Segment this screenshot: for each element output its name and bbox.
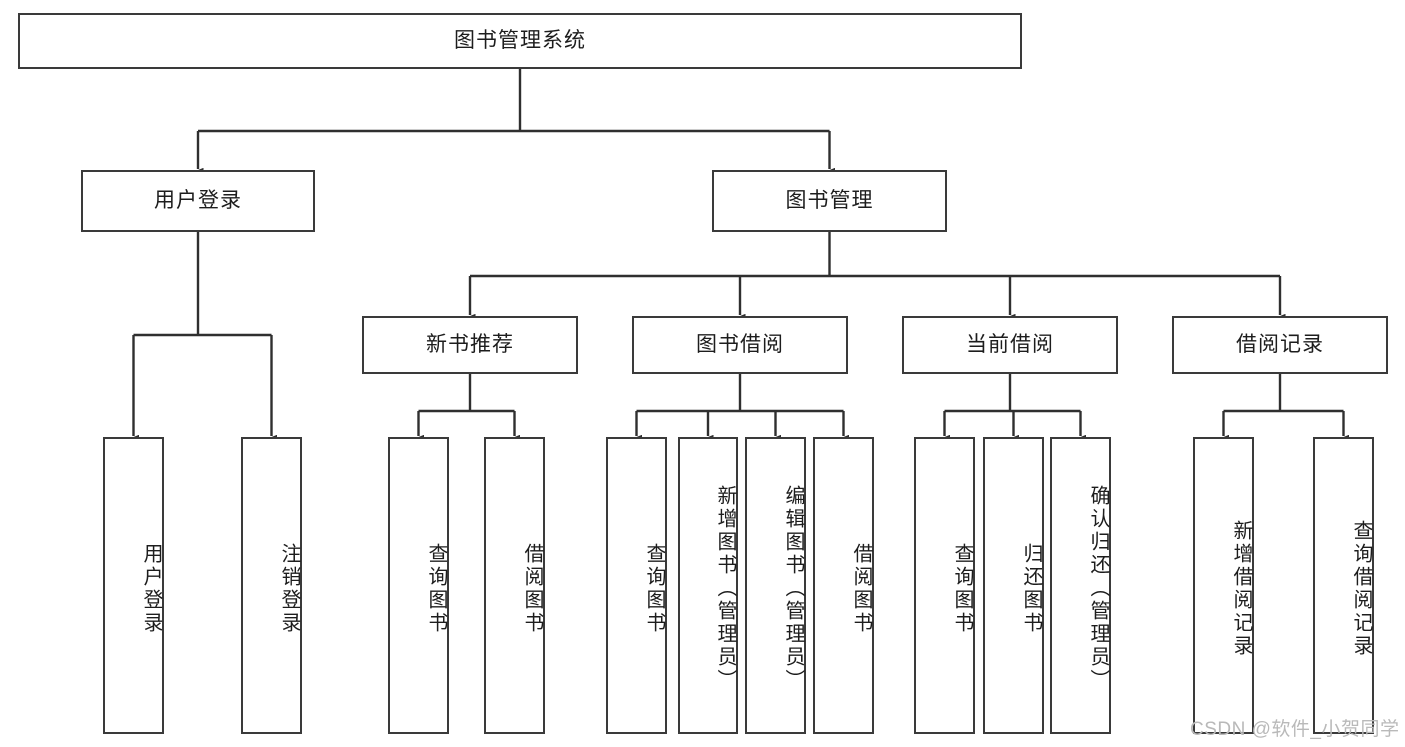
node-book-borrow[interactable]: 图书借阅 (632, 316, 848, 374)
node-label: 图书管理 (785, 188, 874, 212)
node-label: 新书推荐 (426, 332, 514, 356)
leaf-edit-book[interactable]: 编辑图书（管理员） (745, 437, 806, 734)
node-label: 用户登录 (154, 188, 242, 212)
leaf-borrow-book[interactable]: 借阅图书 (813, 437, 874, 734)
leaf-query-book-borrow[interactable]: 查询图书 (606, 437, 667, 734)
leaf-user-login[interactable]: 用户登录 (103, 437, 164, 734)
node-root[interactable]: 图书管理系统 (18, 13, 1022, 69)
node-label: 借阅图书 (850, 542, 872, 635)
node-label: 借阅记录 (1236, 332, 1324, 356)
leaf-return-book[interactable]: 归还图书 (983, 437, 1044, 734)
leaf-logout[interactable]: 注销登录 (241, 437, 302, 734)
leaf-query-book-current[interactable]: 查询图书 (914, 437, 975, 734)
node-borrow-record[interactable]: 借阅记录 (1172, 316, 1388, 374)
node-label: 归还图书 (1020, 542, 1042, 635)
node-label: 用户登录 (140, 542, 162, 635)
leaf-confirm-return[interactable]: 确认归还（管理员） (1050, 437, 1111, 734)
node-label: 图书管理系统 (454, 28, 586, 52)
node-label: 查询图书 (425, 542, 447, 635)
leaf-query-book-recommend[interactable]: 查询图书 (388, 437, 449, 734)
node-label: 当前借阅 (966, 332, 1054, 356)
leaf-borrow-book-recommend[interactable]: 借阅图书 (484, 437, 545, 734)
node-label: 图书借阅 (696, 332, 784, 356)
node-label: 注销登录 (278, 542, 300, 635)
node-user-login[interactable]: 用户登录 (81, 170, 315, 232)
leaf-add-book[interactable]: 新增图书（管理员） (678, 437, 738, 734)
leaf-query-borrow-record[interactable]: 查询借阅记录 (1313, 437, 1374, 734)
node-label: 借阅图书 (521, 542, 543, 635)
node-label: 查询图书 (951, 542, 973, 635)
leaf-add-borrow-record[interactable]: 新增借阅记录 (1193, 437, 1254, 734)
node-book-manage[interactable]: 图书管理 (712, 170, 947, 232)
node-label: 查询借阅记录 (1350, 519, 1372, 658)
node-new-book-recommend[interactable]: 新书推荐 (362, 316, 578, 374)
node-label: 新增借阅记录 (1230, 519, 1252, 658)
node-label: 编辑图书（管理员） (782, 485, 804, 692)
node-label: 查询图书 (643, 542, 665, 635)
node-current-borrow[interactable]: 当前借阅 (902, 316, 1118, 374)
node-label: 确认归还（管理员） (1087, 485, 1109, 692)
node-label: 新增图书（管理员） (714, 485, 736, 692)
